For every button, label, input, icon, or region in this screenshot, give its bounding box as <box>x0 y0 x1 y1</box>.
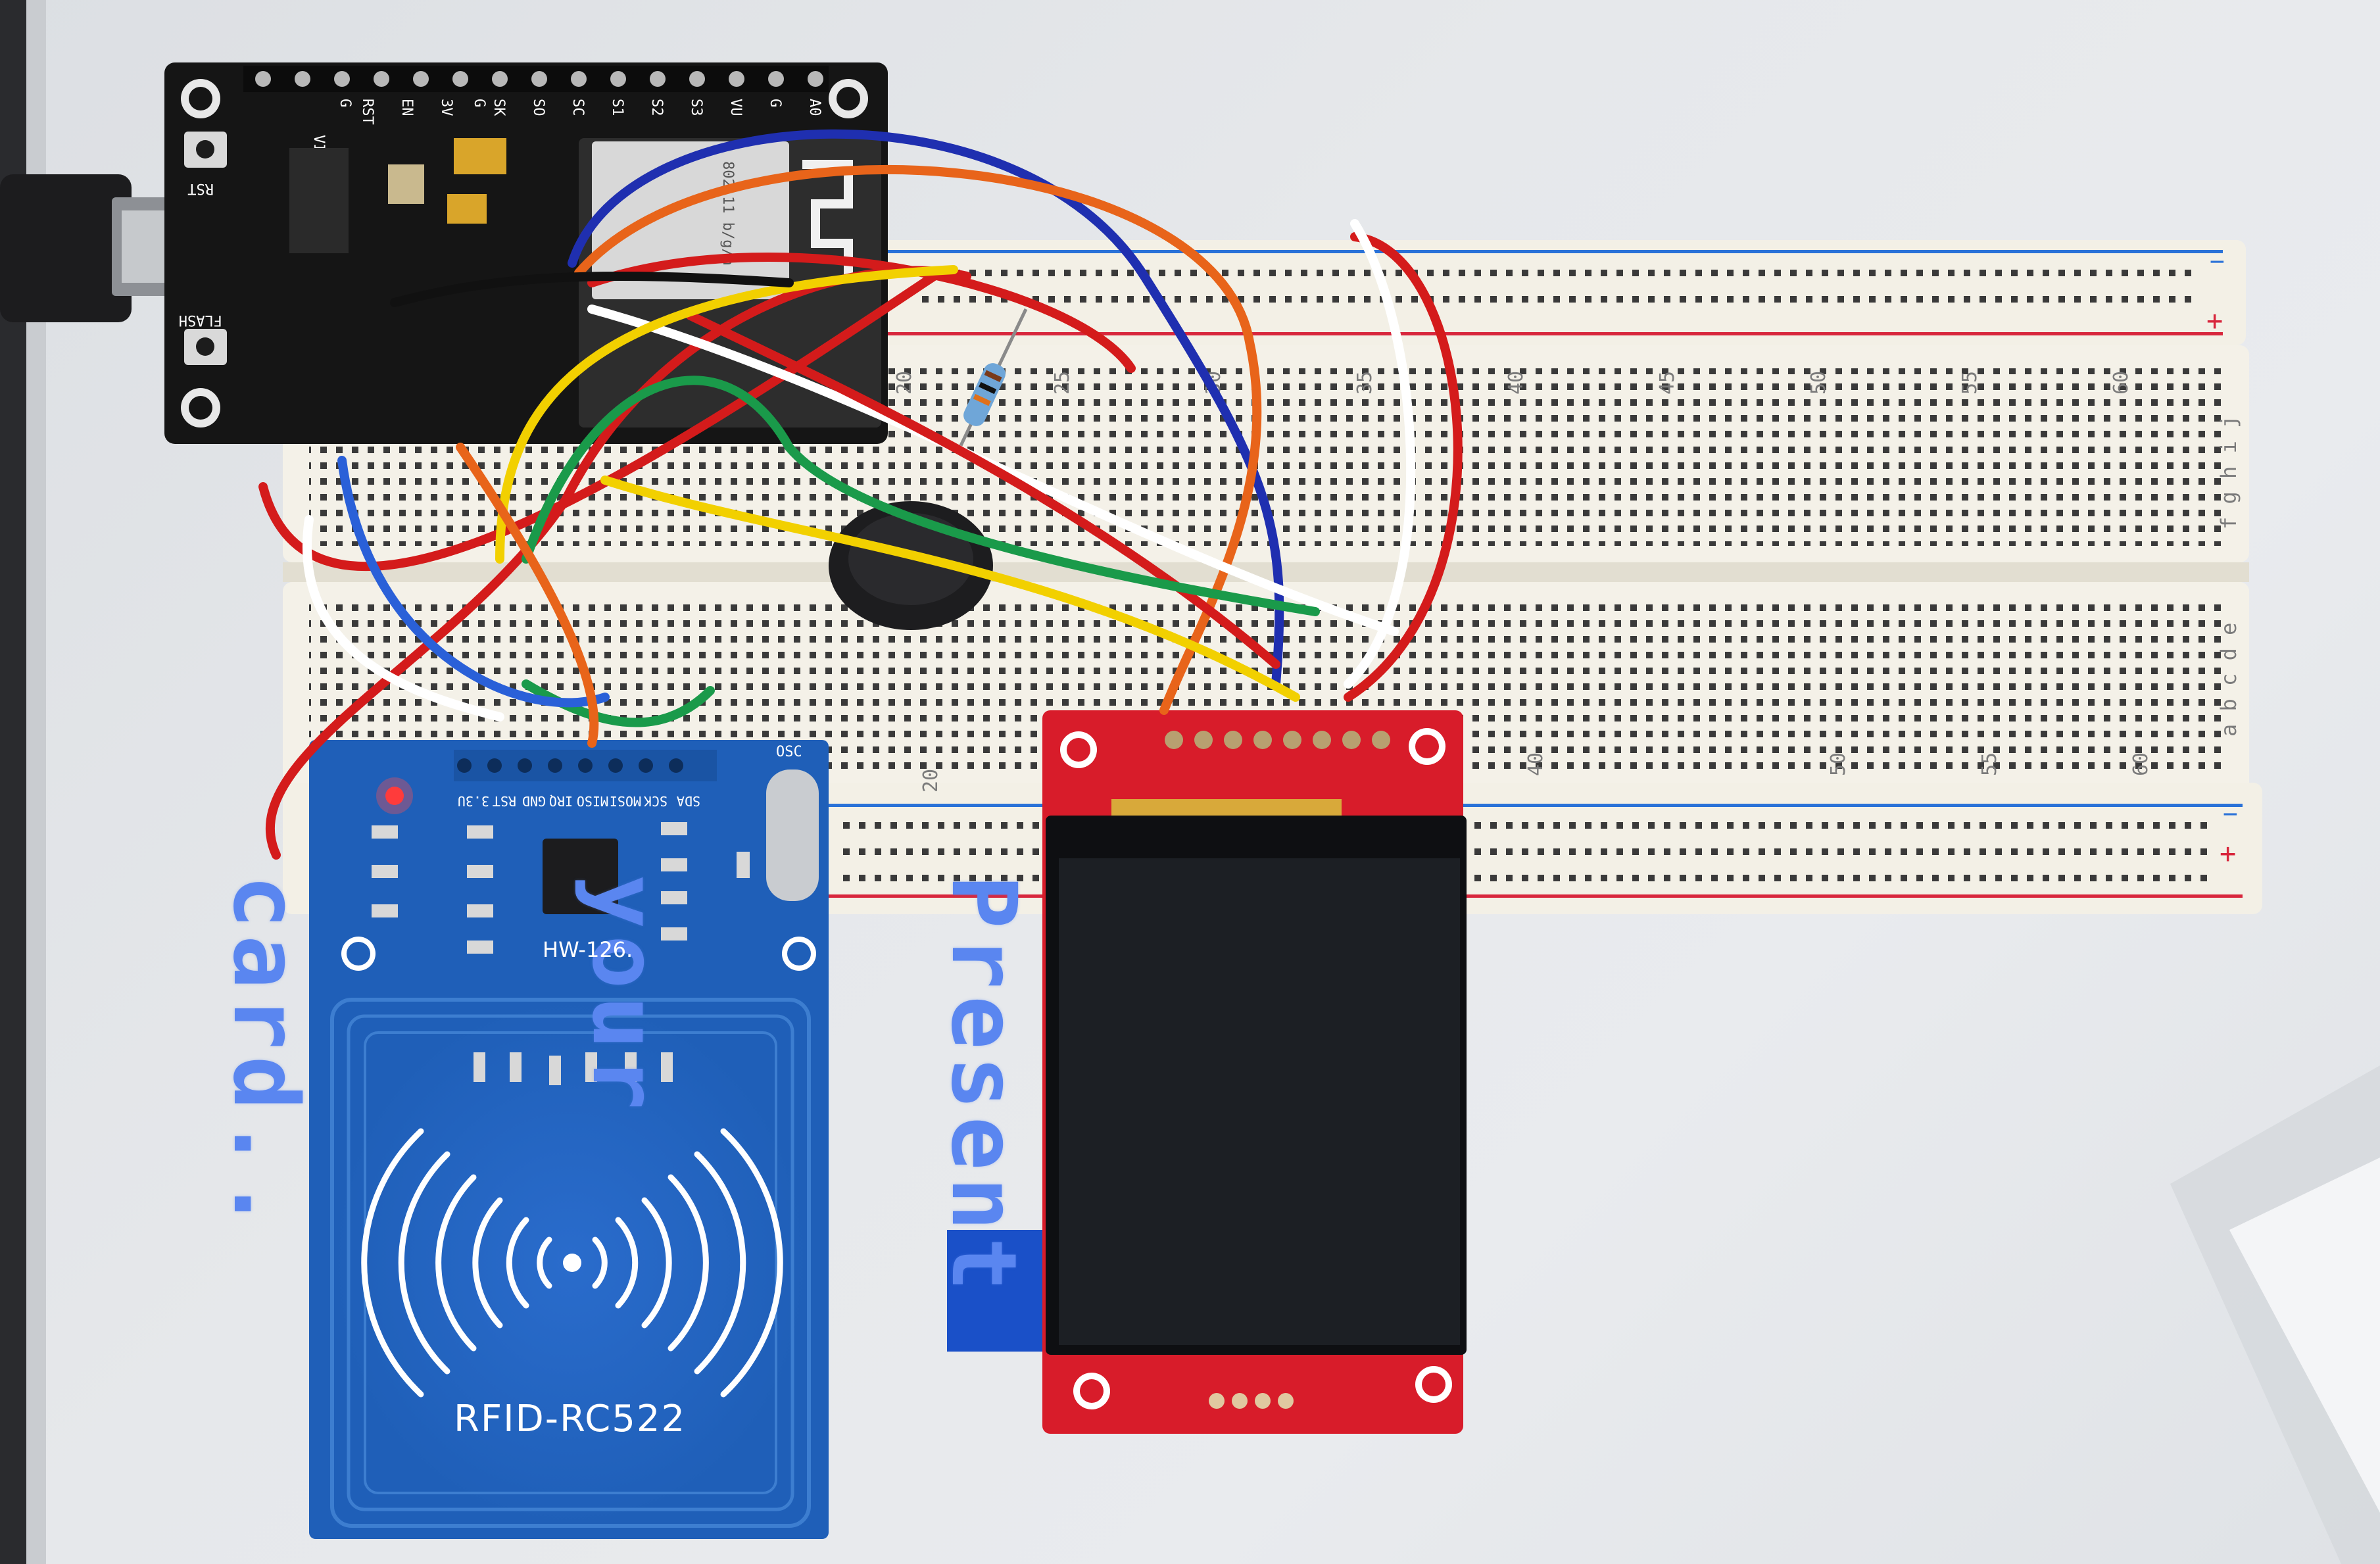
pin-label: S3 <box>688 99 704 116</box>
rfid-pin-label: MISO <box>577 793 608 809</box>
rfid-wave-icon <box>361 1128 783 1398</box>
tft-message: Present your card.. <box>85 875 1282 1298</box>
pin-label: 3V <box>438 99 454 116</box>
resistor <box>955 308 1028 455</box>
rfid-module: SDA SCK MOSI MISO IRQ GND RST 3.3U OSC <box>309 740 829 1539</box>
col-num: 40 <box>1505 371 1528 395</box>
rail-plus-bottom: + <box>2220 837 2236 869</box>
col-num: 40 <box>1524 752 1547 776</box>
col-num: 55 <box>1958 371 1981 395</box>
oscillator <box>766 770 819 901</box>
rfid-pin-label: SCK <box>644 793 668 809</box>
rail-minus-top: − <box>2210 247 2225 276</box>
pin-label: EN <box>399 99 415 116</box>
antenna-trace <box>802 160 853 283</box>
row-letters-upper: f g h i j <box>2216 416 2241 529</box>
rfid-pin-label: GND <box>522 793 546 809</box>
pin-label: G <box>767 99 783 107</box>
pin-label: G <box>471 99 487 107</box>
jumper-wires <box>258 129 1463 860</box>
rail-plus-top: + <box>2206 305 2223 337</box>
rfid-pin-label: SDA <box>677 793 700 809</box>
osc-label: OSC <box>776 744 802 760</box>
pin-label: SK <box>491 99 507 116</box>
usb-uart-chip <box>289 148 349 253</box>
pin-label: SC <box>570 99 586 116</box>
rfid-led <box>385 787 404 805</box>
col-num: 35 <box>1353 371 1376 395</box>
tft-module <box>947 710 1467 1434</box>
tft-screen <box>1059 858 1460 1345</box>
col-num: 60 <box>2129 752 2152 776</box>
tft-line: card.. <box>213 875 317 1238</box>
col-num: 55 <box>1978 752 2001 776</box>
pin-label: A0 <box>806 99 823 116</box>
breadboard-center-channel <box>283 562 2249 582</box>
col-num: 20 <box>919 769 942 793</box>
pin-label: G <box>337 99 353 107</box>
rail-minus-bottom: − <box>2223 799 2238 828</box>
col-num: 50 <box>1827 752 1850 776</box>
col-num: 60 <box>2110 371 2133 395</box>
pin-label: S1 <box>609 99 625 116</box>
rfid-model-label: HW-126. <box>543 937 633 962</box>
pin-label: SO <box>530 99 546 116</box>
pin-label: VU <box>727 99 744 116</box>
rfid-chip <box>543 839 618 914</box>
rfid-pin-label: IRQ <box>549 793 573 809</box>
col-num: 25 <box>1051 371 1074 395</box>
pin-label: S2 <box>648 99 665 116</box>
col-num: 45 <box>1656 371 1679 395</box>
row-letters-lower: a b c d e <box>2216 623 2241 737</box>
rfid-pin-label: 3.3U <box>458 793 489 809</box>
col-num: 20 <box>893 371 916 395</box>
pin-label: RST <box>359 99 376 125</box>
tft-line: Present <box>931 875 1035 1298</box>
card-sleeve <box>2170 1065 2380 1564</box>
column-numbers-top: 20 25 30 35 40 45 50 55 60 <box>893 371 2133 395</box>
rfid-pin-label: MOSI <box>610 793 641 809</box>
flash-label: FLASH <box>179 312 222 328</box>
col-num: 50 <box>1807 371 1830 395</box>
rfid-name-label: RFID-RC522 <box>454 1398 687 1440</box>
column-numbers-bottom: 20 40 50 55 60 <box>919 752 2152 793</box>
chip-label: 802.11 b/g/n <box>719 161 736 266</box>
rfid-pin-label: RST <box>493 793 516 809</box>
rst-label: RST <box>187 180 214 197</box>
